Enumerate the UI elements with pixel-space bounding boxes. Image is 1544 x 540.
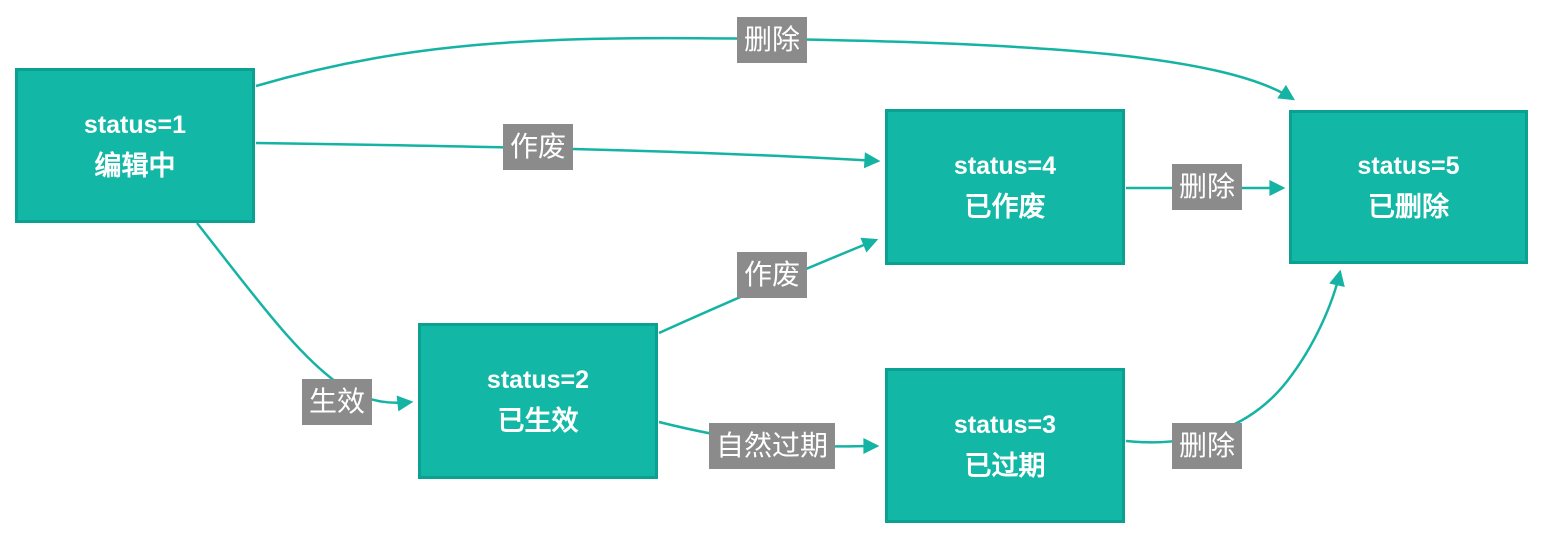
edge-label-natural-expire-2-to-3: 自然过期 <box>708 423 836 469</box>
node-status-5: status=5 已删除 <box>1289 110 1528 264</box>
edge-status1-to-status2 <box>196 222 414 412</box>
node-status-1-code: status=1 <box>83 110 187 139</box>
node-status-1-label: 编辑中 <box>94 150 176 181</box>
node-status-2-code: status=2 <box>486 366 590 394</box>
node-status-4: status=4 已作废 <box>885 109 1125 265</box>
edge-label-void-1-to-4: 作废 <box>502 124 574 170</box>
node-status-4-code: status=4 <box>953 152 1057 180</box>
node-status-5-label: 已删除 <box>1368 192 1449 222</box>
node-status-3-code: status=3 <box>953 410 1057 439</box>
edge-label-activate-1-to-2: 生效 <box>301 379 373 425</box>
node-status-3: status=3 已过期 <box>885 368 1125 523</box>
edge-label-void-2-to-4: 作废 <box>736 252 808 298</box>
node-status-4-label: 已作废 <box>964 192 1046 222</box>
edge-label-delete-3-to-5: 删除 <box>1171 423 1243 469</box>
edge-label-delete-1-to-5: 删除 <box>736 17 808 63</box>
edge-status3-to-status5 <box>1125 269 1345 444</box>
node-status-5-code: status=5 <box>1357 152 1460 180</box>
node-status-1: status=1 编辑中 <box>15 68 255 223</box>
node-status-3-label: 已过期 <box>964 450 1046 481</box>
edge-label-delete-4-to-5: 删除 <box>1171 164 1243 210</box>
node-status-2-label: 已生效 <box>497 406 579 436</box>
node-status-2: status=2 已生效 <box>418 323 658 479</box>
